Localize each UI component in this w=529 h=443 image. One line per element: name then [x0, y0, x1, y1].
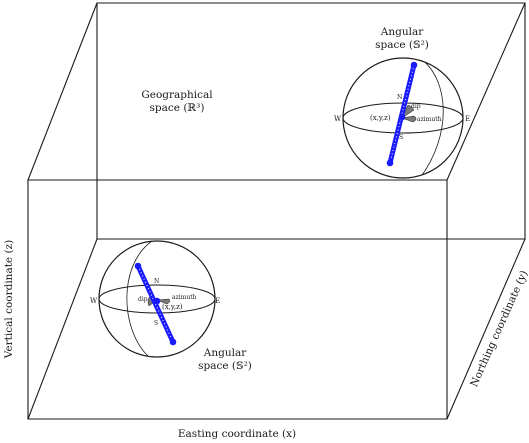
sphere-bottom-axis-vector [135, 263, 176, 345]
sphere-bottom-end-north [134, 262, 142, 270]
sphere-bottom: W E N S dip azimuth (x,y,z) [90, 240, 220, 358]
box-edge-bottom-right [446, 238, 526, 420]
box-back-face [96, 2, 526, 240]
sphere-bottom-label-azimuth: azimuth [172, 294, 197, 301]
box-edges [27, 2, 526, 420]
sphere-top-azimuth-arc [401, 115, 417, 123]
sphere-top-center-point [398, 113, 406, 121]
sphere-top: W E N S dip azimuth (x,y,z) [334, 57, 470, 179]
geographical-space-label-line1: Geographical [141, 89, 213, 101]
sphere-top-label-dip: dip [411, 103, 421, 110]
sphere-top-label-azimuth: azimuth [417, 116, 442, 123]
sphere-bottom-label-south: S [154, 320, 158, 327]
angular-space-bottom-label-line1: Angular [203, 347, 247, 359]
sphere-bottom-label-east: E [215, 297, 220, 305]
sphere-top-dip-arc [401, 104, 415, 119]
sphere-top-label-point: (x,y,z) [370, 114, 391, 122]
angular-space-top-label-line2: space (𝕊²) [375, 39, 429, 51]
sphere-bottom-label-point: (x,y,z) [162, 303, 183, 311]
sphere-top-axis-dots [389, 64, 415, 164]
sphere-bottom-label-north: N [154, 278, 159, 285]
sphere-top-meridian [419, 58, 444, 178]
box-edge-bottom-left [27, 238, 98, 420]
box-edge-top-left [27, 2, 98, 181]
easting-axis-label: Easting coordinate (x) [178, 428, 296, 440]
geographical-space-label-line2: space (ℝ³) [150, 102, 205, 114]
northing-axis-label: Northing coordinate (y) [468, 269, 529, 389]
sphere-top-end-north [410, 61, 418, 69]
sphere-top-label-north: N [397, 94, 402, 101]
vertical-axis-label: Vertical coordinate (z) [3, 240, 15, 359]
angular-space-bottom-label-line2: space (𝕊²) [198, 360, 252, 372]
sphere-top-label-south: S [399, 134, 403, 141]
sphere-bottom-label-west: W [90, 297, 98, 305]
sphere-bottom-meridian [126, 241, 153, 357]
sphere-bottom-label-dip: dip [138, 296, 148, 303]
sphere-top-label-east: E [465, 115, 470, 123]
angular-space-top-label-line1: Angular [380, 26, 424, 38]
box-edge-top-right [446, 2, 526, 181]
sphere-top-label-west: W [334, 115, 342, 123]
sphere-bottom-end-south [169, 338, 177, 346]
sphere-bottom-center-point [153, 297, 161, 305]
sphere-top-end-south [386, 159, 394, 167]
